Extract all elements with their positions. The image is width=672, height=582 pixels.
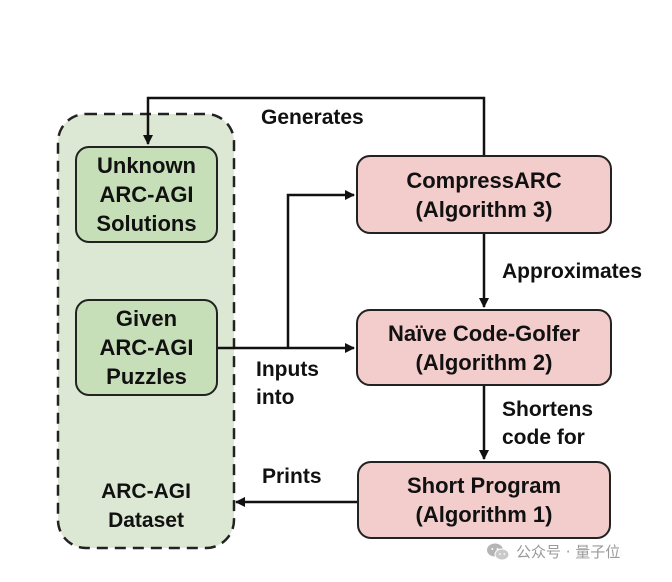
compressarc-sub: (Algorithm 3) bbox=[415, 196, 553, 222]
given-line2: ARC-AGI bbox=[99, 335, 194, 360]
label-shortens-line2: code for bbox=[502, 426, 585, 449]
given-line1: Given bbox=[115, 306, 178, 331]
label-generates: Generates bbox=[261, 106, 364, 129]
dataset-label-line2: Dataset bbox=[108, 509, 184, 532]
label-shortens-line1: Shortens bbox=[502, 398, 594, 421]
unknown-solutions-box: Unknown ARC-AGI Solutions bbox=[75, 146, 218, 243]
given-line3: Puzzles bbox=[106, 364, 187, 389]
dataset-label: ARC-AGI Dataset bbox=[58, 477, 234, 535]
dataset-label-line1: ARC-AGI bbox=[101, 480, 191, 503]
label-prints: Prints bbox=[262, 465, 322, 488]
given-puzzles-box: Given ARC-AGI Puzzles bbox=[75, 299, 218, 396]
unknown-line2: ARC-AGI bbox=[99, 182, 194, 207]
code-golfer-name: Naïve Code-Golfer bbox=[388, 320, 580, 346]
watermark: 公众号 · 量子位 bbox=[486, 541, 620, 562]
short-program-name: Short Program bbox=[406, 473, 562, 498]
wechat-icon bbox=[487, 543, 510, 560]
arrow-generates bbox=[143, 96, 486, 155]
code-golfer-box: Naïve Code-Golfer (Algorithm 2) bbox=[356, 309, 612, 386]
label-inputs-line1: Inputs bbox=[256, 358, 319, 381]
unknown-line3: Solutions bbox=[96, 211, 197, 236]
compressarc-box: CompressARC (Algorithm 3) bbox=[356, 155, 612, 234]
watermark-text: 公众号 · 量子位 bbox=[516, 543, 621, 561]
arrow-inputs-compress bbox=[286, 190, 355, 348]
code-golfer-sub: (Algorithm 2) bbox=[415, 349, 553, 375]
short-program-box: Short Program (Algorithm 1) bbox=[357, 461, 611, 539]
compressarc-name: CompressARC bbox=[406, 167, 562, 193]
unknown-line1: Unknown bbox=[97, 153, 196, 178]
label-inputs-line2: into bbox=[256, 386, 295, 409]
short-program-sub: (Algorithm 1) bbox=[415, 502, 553, 527]
label-approximates: Approximates bbox=[502, 260, 643, 283]
label-inputs-into: Inputs into bbox=[256, 356, 319, 412]
label-shortens: Shortens code for bbox=[502, 396, 593, 452]
